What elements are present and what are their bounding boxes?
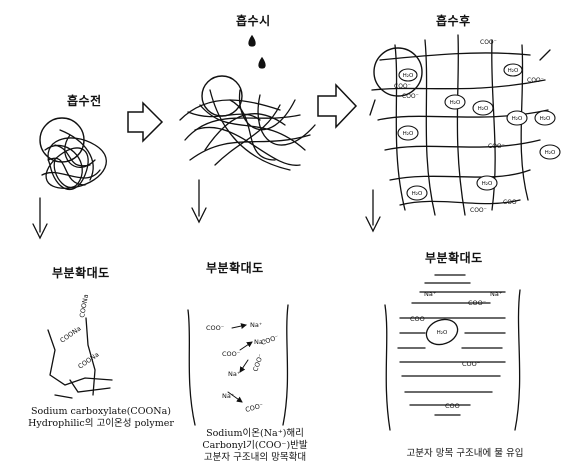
h2o-label: H₂O bbox=[437, 330, 448, 336]
na-label: Na⁺ bbox=[222, 392, 234, 400]
h2o-label: H₂O bbox=[412, 191, 423, 197]
caption-left-line1: Sodium carboxylate(COONa) bbox=[31, 406, 171, 417]
h2o-label: H₂O bbox=[403, 131, 414, 137]
h2o-label: H₂O bbox=[540, 116, 551, 122]
h2o-label: H₂O bbox=[450, 100, 461, 106]
coo-label: COO⁻ bbox=[222, 350, 240, 358]
coo-label: COO⁻ bbox=[251, 353, 265, 373]
stage-label-during: 흡수시 bbox=[236, 14, 271, 28]
stage-label-after: 흡수후 bbox=[436, 14, 471, 28]
hollow-arrow-1 bbox=[127, 101, 164, 143]
coo-label: COO⁻ bbox=[527, 77, 544, 84]
detail-middle-tube bbox=[187, 304, 289, 426]
caption-left: Sodium carboxylate(COONa) Hydrophilic의 고… bbox=[6, 406, 196, 430]
coo-label: COO⁻ bbox=[402, 93, 419, 100]
coona-label: COONa bbox=[77, 351, 101, 371]
coo-label: COO⁻ bbox=[410, 315, 428, 323]
h2o-label: H₂O bbox=[512, 116, 523, 122]
down-arrow-right bbox=[365, 189, 381, 233]
caption-left-line2: Hydrophilic의 고이온성 polymer bbox=[28, 418, 174, 429]
polymer-ball-before bbox=[39, 117, 107, 190]
water-drops bbox=[248, 34, 266, 69]
coo-label: COO⁻ bbox=[206, 324, 224, 332]
h2o-label: H₂O bbox=[545, 150, 556, 156]
na-label: Na⁺ bbox=[250, 321, 262, 329]
caption-middle-line1: Sodium이온(Na⁺)해리 bbox=[206, 428, 304, 439]
polymer-network-after bbox=[369, 34, 551, 216]
coona-label: COONa bbox=[78, 294, 90, 319]
coo-label: COO⁻ bbox=[488, 143, 505, 150]
caption-right: 고분자 망목 구조내에 물 유입 bbox=[365, 448, 565, 460]
hollow-arrow-2 bbox=[317, 83, 358, 129]
detail-right-mesh bbox=[384, 274, 521, 431]
coo-label: COO⁻ bbox=[394, 83, 411, 90]
down-arrow-left bbox=[32, 197, 48, 240]
caption-middle-line3: 고분자 구조내의 망목확대 bbox=[203, 452, 307, 463]
stage-label-before: 흡수전 bbox=[67, 94, 102, 108]
coo-label: COO⁻ bbox=[244, 401, 264, 413]
na-label: Na⁺ bbox=[490, 290, 502, 298]
coo-label: COO⁻ bbox=[480, 39, 497, 46]
na-label: Na⁺ bbox=[228, 370, 240, 378]
detail-label-middle: 부분확대도 bbox=[206, 261, 264, 275]
coo-label: COO⁻ bbox=[445, 402, 463, 410]
coo-label: COO⁻ bbox=[470, 207, 487, 214]
na-label: Na⁺ bbox=[424, 290, 436, 298]
na-label: Na⁺ bbox=[254, 338, 266, 346]
detail-label-left: 부분확대도 bbox=[52, 266, 110, 280]
coo-label: COO⁻ bbox=[503, 199, 520, 206]
caption-middle: Sodium이온(Na⁺)해리 Carbonyl기(COO⁻)반발 고분자 구조… bbox=[180, 428, 330, 464]
coo-label: COO⁻ bbox=[260, 333, 280, 347]
h2o-label: H₂O bbox=[508, 68, 519, 74]
h2o-label: H₂O bbox=[403, 73, 414, 79]
polymer-swelling bbox=[179, 75, 316, 171]
coo-label: COO⁻ bbox=[468, 299, 486, 307]
caption-right-line1: 고분자 망목 구조내에 물 유입 bbox=[406, 448, 524, 459]
water-bubbles bbox=[397, 63, 561, 201]
h2o-label: H₂O bbox=[482, 181, 493, 187]
coona-label: COONa bbox=[59, 325, 83, 345]
down-arrow-middle bbox=[191, 179, 207, 224]
detail-left-chain bbox=[47, 317, 113, 399]
coo-label: COO⁻ bbox=[462, 360, 480, 368]
detail-label-right: 부분확대도 bbox=[425, 251, 483, 265]
h2o-label: H₂O bbox=[478, 106, 489, 112]
caption-middle-line2: Carbonyl기(COO⁻)반발 bbox=[202, 440, 308, 451]
